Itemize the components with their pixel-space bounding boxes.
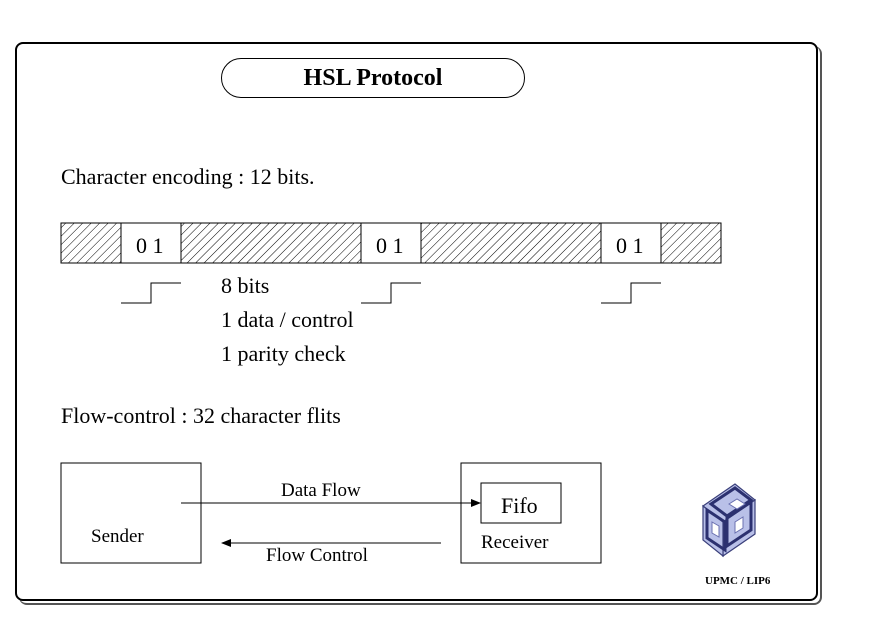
bit-detail-data-control: 1 data / control [221,307,354,332]
receiver-box [460,462,602,564]
logo-caption: UPMC / LIP6 [705,575,771,587]
step-waveform [601,282,661,304]
bit-cell-label: 0 1 [616,233,644,258]
encoding-label: Character encoding : 12 bits. [61,164,315,189]
cube-logo-icon [701,483,757,558]
bit-cell [600,222,662,264]
flow-control-heading: Flow-control : 32 character flits [61,403,341,428]
step-waveforms [121,282,661,304]
slide-shadow [19,46,822,605]
fifo-box [480,482,562,524]
sender-label: Sender [91,526,144,547]
flow-control-arrow-label: Flow Control [266,545,368,566]
receiver-label: Receiver [481,532,549,553]
bit-cell-label: 0 1 [136,233,164,258]
page-title: HSL Protocol [221,58,525,98]
hatched-segment [60,222,122,264]
bit-cell-label: 0 1 [376,233,404,258]
hatched-segment [660,222,722,264]
bit-detail-parity: 1 parity check [221,341,346,366]
character-frame [60,222,722,264]
bit-cell [120,222,182,264]
page-title-text: HSL Protocol [303,64,443,91]
fifo-label: Fifo [501,493,538,518]
data-flow-label: Data Flow [281,480,361,501]
slide-frame [15,42,818,601]
bit-detail-data-bits: 8 bits [221,273,270,298]
step-waveform [121,282,181,304]
sender-box [60,462,202,564]
step-waveform [361,282,421,304]
hatched-segment [420,222,602,264]
hatched-segment [180,222,362,264]
